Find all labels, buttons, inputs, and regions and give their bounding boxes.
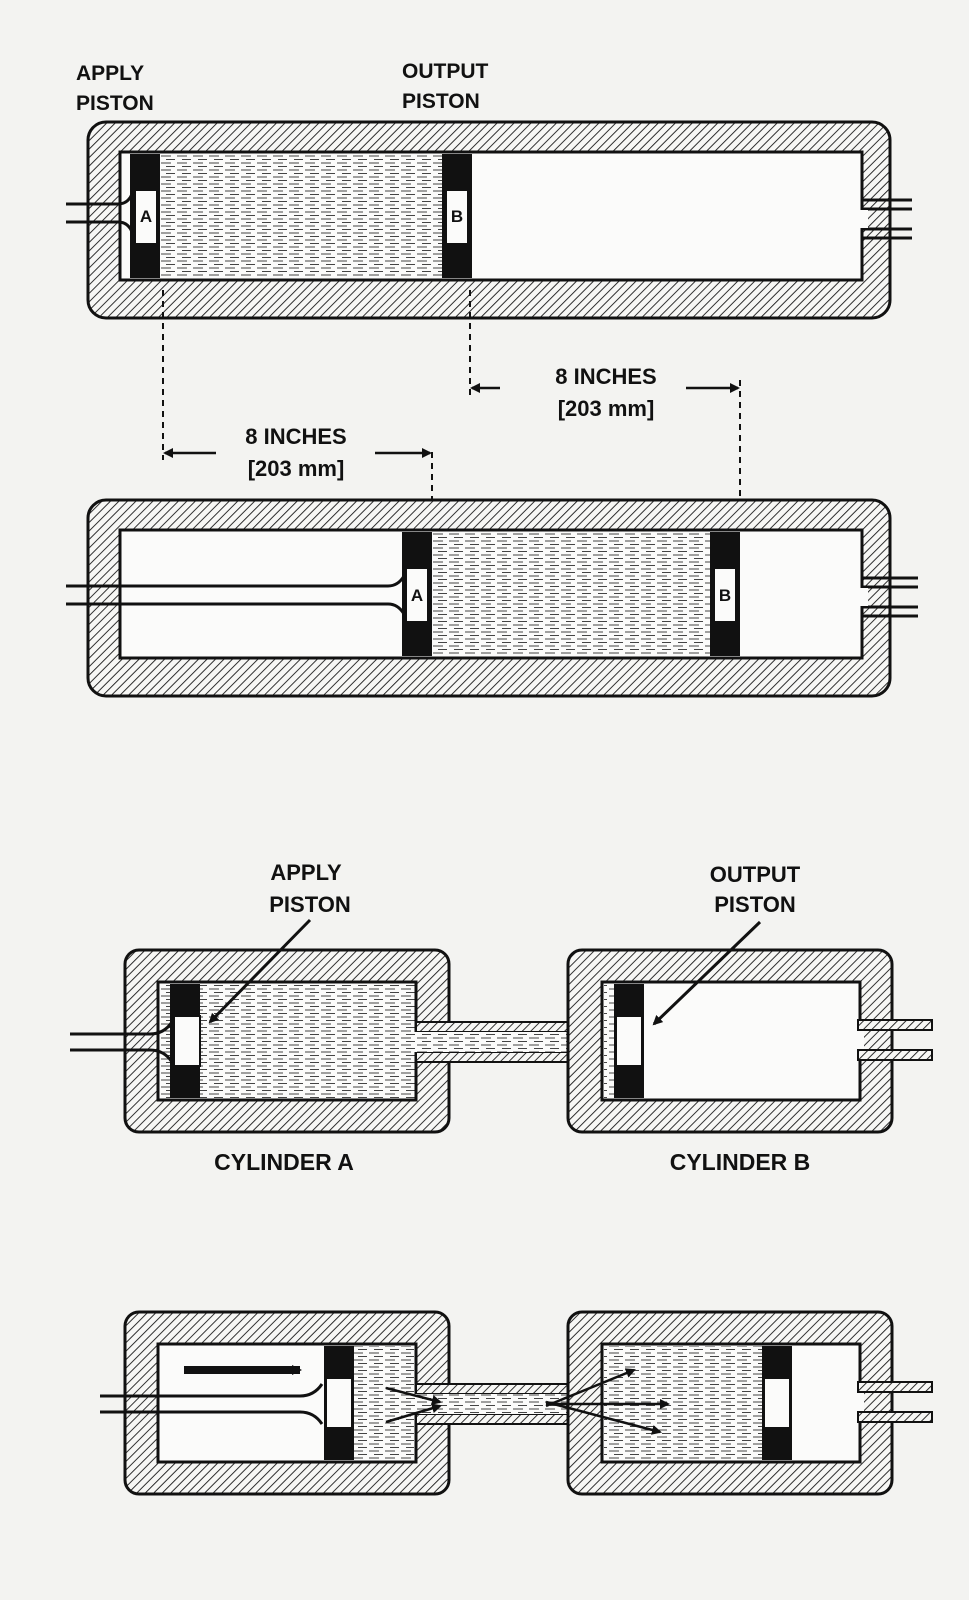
cyl-a-apply-rod bbox=[70, 1021, 174, 1063]
fig-c-apply-rod bbox=[100, 1383, 324, 1425]
cylinder-a-label: CYLINDER A bbox=[214, 1149, 354, 1175]
fig-b-output-label-line1: OUTPUT bbox=[710, 862, 801, 887]
dim-right-line2: [203 mm] bbox=[558, 396, 655, 421]
upper-output-label-line2: PISTON bbox=[402, 90, 480, 113]
figure-a-upper-cylinder: A B APPLY PISTON OUTPUT PISTON bbox=[66, 60, 912, 320]
figure-c-force-transfer bbox=[100, 1310, 933, 1496]
upper-apply-label-line2: PISTON bbox=[76, 92, 154, 115]
fig-b-output-label-line2: PISTON bbox=[714, 892, 796, 917]
lower-apply-rod bbox=[66, 575, 406, 615]
lower-output-port bbox=[860, 576, 918, 618]
figure-a-lower-cylinder: A B bbox=[66, 498, 918, 698]
fig-c-cyl-b-output-port bbox=[856, 1381, 933, 1423]
connecting-tube bbox=[414, 1021, 606, 1063]
cyl-b-output-port bbox=[856, 1019, 933, 1061]
dim-right-line1: 8 INCHES bbox=[555, 364, 656, 389]
dim-left-line2: [203 mm] bbox=[248, 456, 345, 481]
cyl-b-bore bbox=[600, 980, 862, 1102]
figure-a-dimensions: 8 INCHES [203 mm] 8 INCHES [203 mm] bbox=[162, 290, 741, 530]
upper-apply-label-line1: APPLY bbox=[76, 62, 144, 85]
upper-output-port bbox=[860, 198, 912, 240]
upper-piston-b-letter: B bbox=[451, 207, 463, 226]
fig-b-apply-label-line2: PISTON bbox=[269, 892, 351, 917]
upper-fluid-column bbox=[160, 154, 442, 278]
upper-output-label-line1: OUTPUT bbox=[402, 60, 489, 83]
upper-piston-a-letter: A bbox=[140, 207, 152, 226]
lower-fluid-column bbox=[432, 532, 710, 656]
upper-apply-rod bbox=[66, 193, 134, 233]
lower-piston-b-letter: B bbox=[719, 586, 731, 605]
fig-b-apply-label-line1: APPLY bbox=[270, 860, 342, 885]
fig-c-pressure-arrows bbox=[385, 1368, 670, 1435]
figure-b-connected-cylinders: APPLY PISTON OUTPUT PISTON CYLINDER A CY… bbox=[70, 860, 933, 1175]
cylinder-b-label: CYLINDER B bbox=[670, 1149, 811, 1175]
fig-c-connecting-tube bbox=[414, 1383, 606, 1425]
lower-piston-a-letter: A bbox=[411, 586, 423, 605]
dim-left-line1: 8 INCHES bbox=[245, 424, 346, 449]
